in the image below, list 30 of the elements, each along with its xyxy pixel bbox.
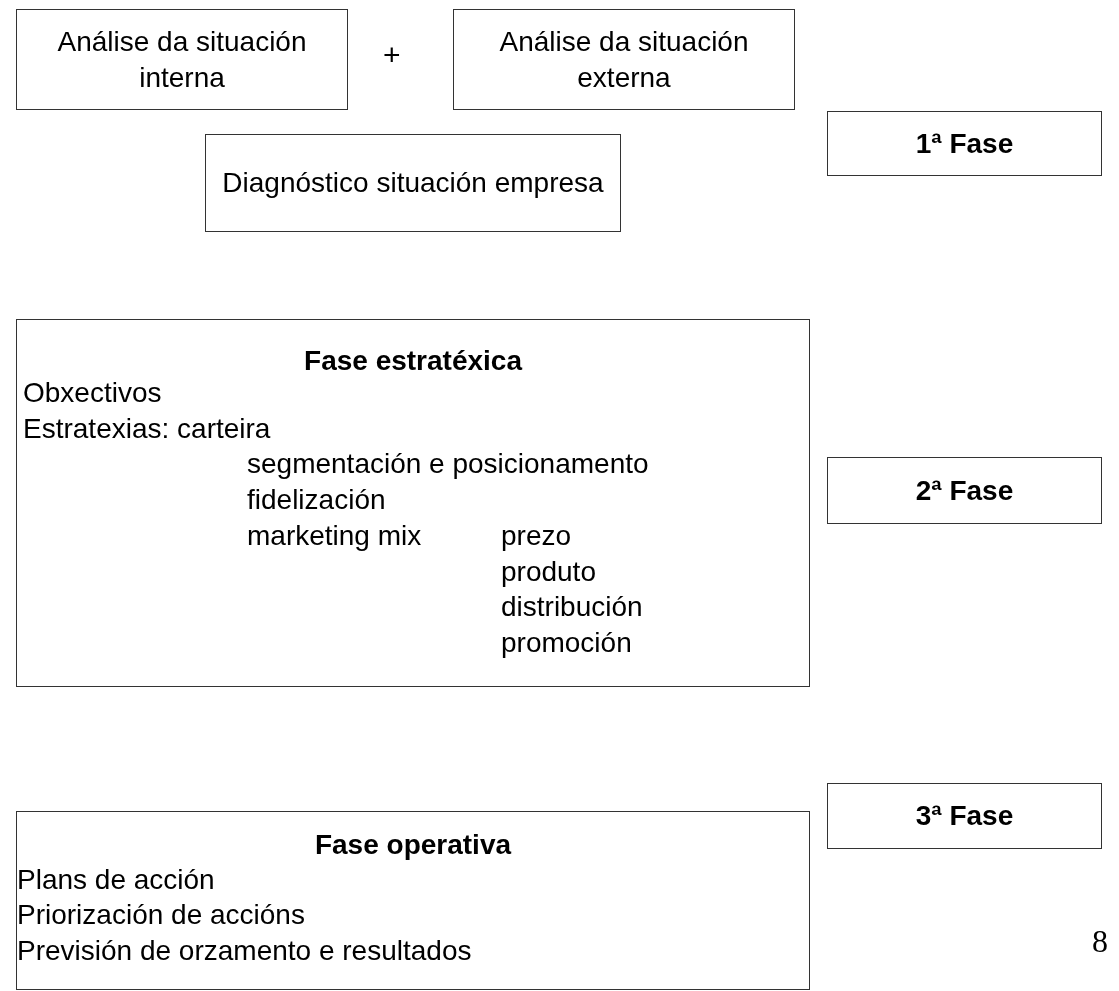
box-text: 3ª Fase xyxy=(915,799,1014,833)
box-text: Priorización de accións xyxy=(17,898,305,932)
phase-label-box xyxy=(827,457,1102,524)
box-text: Diagnóstico situación empresa xyxy=(222,166,604,200)
box-text: fidelización xyxy=(247,483,386,517)
box-text: Análise da situación externa xyxy=(498,24,750,95)
box-text: Previsión de orzamento e resultados xyxy=(17,934,472,968)
box-text: Análise da situación interna xyxy=(56,24,308,95)
process-box xyxy=(16,9,348,110)
box-text: Obxectivos xyxy=(23,376,162,410)
phase-label-box xyxy=(827,783,1102,849)
box-heading: Fase estratéxica xyxy=(303,344,524,378)
box-text: segmentación e posicionamento xyxy=(247,447,649,481)
box-text: distribución xyxy=(501,590,643,624)
process-box xyxy=(453,9,795,110)
box-text: marketing mix xyxy=(247,519,422,553)
page-number: 8 xyxy=(1092,925,1108,957)
box-text: prezo xyxy=(501,519,572,553)
plus-sign: + xyxy=(383,40,401,70)
box-text: produto xyxy=(501,555,596,589)
box-text: 1ª Fase xyxy=(915,126,1014,161)
phase-box xyxy=(16,811,810,990)
box-text: Plans de acción xyxy=(17,863,215,897)
process-box xyxy=(205,134,621,232)
box-text: promoción xyxy=(501,626,632,660)
phase-box xyxy=(16,319,810,687)
box-text: 2ª Fase xyxy=(915,473,1014,508)
phase-label-box xyxy=(827,111,1102,176)
box-heading: Fase operativa xyxy=(313,828,513,862)
box-text: Estratexias: carteira xyxy=(23,412,271,446)
